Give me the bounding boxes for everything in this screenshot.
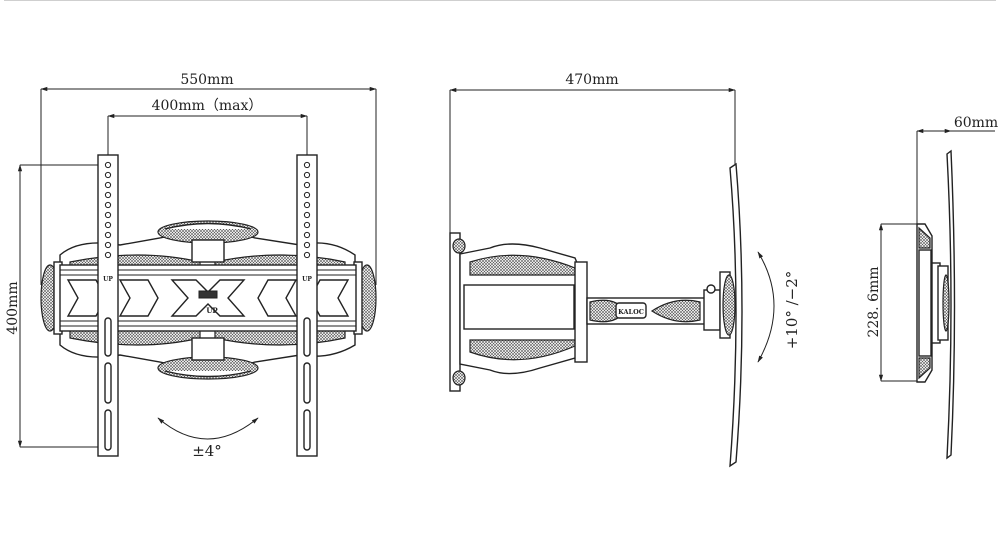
right-bracket: UP — [296, 154, 318, 457]
brand-badge — [615, 302, 647, 319]
brand-label: KALOC — [618, 308, 644, 316]
up-label-center: UP — [206, 306, 218, 315]
up-label-right: UP — [302, 276, 312, 283]
rotation-label: ±4° — [192, 442, 222, 460]
left-bracket: UP — [97, 154, 119, 457]
tilt-label: +10° /−2° — [783, 271, 801, 350]
depth-label: 60mm — [954, 115, 998, 131]
side-view: 470mm KALOC +10° /− — [449, 72, 801, 468]
front-view: 550mm 400mm（max） 400mm — [5, 72, 377, 460]
vesa-width-label: 400mm（max） — [152, 98, 263, 114]
profile-view: 60mm 228. 6mm — [866, 115, 998, 460]
vesa-height-label: 400mm — [5, 281, 21, 334]
extension-label: 470mm — [565, 72, 618, 88]
wall-plate-height-label: 228. 6mm — [866, 266, 882, 337]
overall-width-label: 550mm — [180, 72, 233, 88]
top-border — [4, 0, 996, 1]
up-label-left: UP — [103, 276, 113, 283]
